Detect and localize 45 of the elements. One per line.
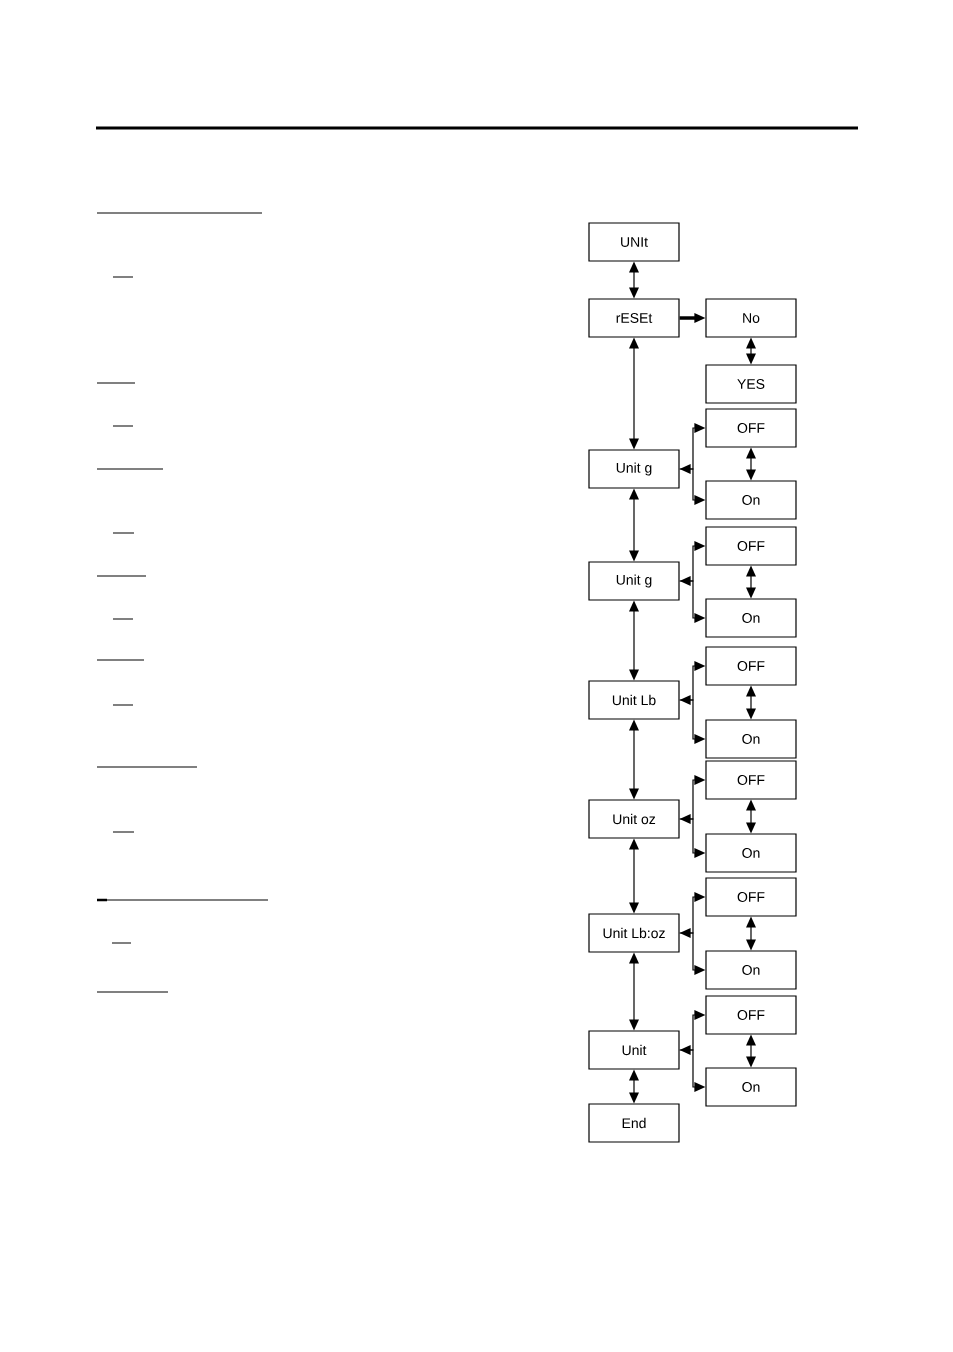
arrow	[679, 932, 706, 975]
arrow	[629, 337, 639, 450]
arrow	[679, 1049, 706, 1092]
display-box: On	[705, 833, 797, 873]
display-box: End	[588, 1103, 680, 1143]
arrow	[629, 488, 639, 562]
arrow	[629, 952, 639, 1031]
display-box: OFF	[705, 526, 797, 566]
arrow	[746, 685, 756, 720]
display-box: On	[705, 950, 797, 990]
display-box: No	[705, 298, 797, 338]
display-box: Unit g	[588, 561, 680, 601]
arrow	[679, 468, 706, 505]
display-box: On	[705, 598, 797, 638]
display-box: Unit Lb:oz	[588, 913, 680, 953]
display-box: On	[705, 719, 797, 759]
display-box: On	[705, 1067, 797, 1107]
arrow	[679, 313, 706, 323]
display-box: OFF	[705, 995, 797, 1035]
arrow	[679, 818, 706, 858]
arrow	[746, 1034, 756, 1068]
arrow	[746, 799, 756, 834]
display-box: Unit	[588, 1030, 680, 1070]
display-box: On	[705, 480, 797, 520]
display-box: UNIt	[588, 222, 680, 262]
arrow	[746, 337, 756, 365]
arrow	[629, 1069, 639, 1104]
arrow	[629, 261, 639, 299]
display-box: OFF	[705, 877, 797, 917]
display-box: OFF	[705, 408, 797, 448]
display-box: Unit g	[588, 449, 680, 489]
display-box: OFF	[705, 646, 797, 686]
display-box: OFF	[705, 760, 797, 800]
arrow	[679, 699, 706, 744]
display-box: YES	[705, 364, 797, 404]
display-box: Unit oz	[588, 799, 680, 839]
arrow	[746, 447, 756, 481]
arrow	[746, 565, 756, 599]
arrow	[629, 600, 639, 681]
arrow	[679, 580, 706, 623]
arrow	[746, 916, 756, 951]
display-box: Unit Lb	[588, 680, 680, 720]
arrow	[629, 719, 639, 800]
display-box: rESEt	[588, 298, 680, 338]
arrow	[629, 838, 639, 914]
